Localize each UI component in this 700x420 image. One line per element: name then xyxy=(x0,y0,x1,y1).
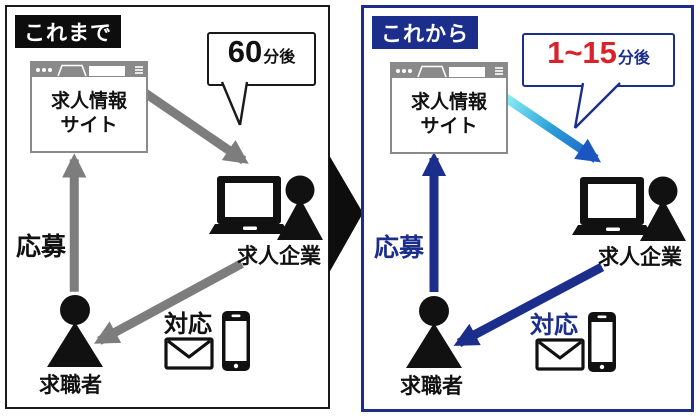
jobseeker-label: 求職者 xyxy=(39,374,102,397)
respond-label: 対応 xyxy=(164,311,212,338)
jobseeker-label: 求職者 xyxy=(400,375,463,398)
panel-title-label: これから xyxy=(381,22,469,46)
respond-label: 対応 xyxy=(530,312,578,339)
time-bubble: 60 分後 xyxy=(207,32,316,86)
bubble-tail-icon xyxy=(573,82,621,129)
jobseeker-person-icon xyxy=(406,296,462,368)
envelope-icon xyxy=(535,338,585,371)
panel-before-title: これまで xyxy=(15,15,121,48)
company-label: 求人企業 xyxy=(237,245,321,268)
browser-icon: 求人情報 サイト xyxy=(390,62,508,154)
job-site-label: 求人情報 サイト xyxy=(50,90,127,136)
job-site-label: 求人情報 サイト xyxy=(410,91,487,137)
panel-before: これまで 求人情報 サ xyxy=(5,5,330,409)
panel-after: これから xyxy=(361,5,694,412)
browser-icon: 求人情報 サイト xyxy=(30,61,148,153)
transition-arrow-icon xyxy=(329,155,363,273)
bubble-unit: 分後 xyxy=(263,49,296,66)
bubble-time: 1~15 xyxy=(547,35,617,70)
phone-icon xyxy=(222,311,250,371)
phone-icon xyxy=(588,312,616,372)
apply-label: 応募 xyxy=(374,234,425,262)
time-bubble: 1~15 分後 xyxy=(522,33,675,87)
hamburger-icon xyxy=(495,67,503,75)
company-laptop-person-icon xyxy=(209,175,323,240)
jobseeker-person-icon xyxy=(47,295,103,367)
browser-chrome-bar-icon xyxy=(392,64,506,78)
hamburger-icon xyxy=(135,66,143,74)
company-label: 求人企業 xyxy=(598,246,682,269)
bubble-tail-icon xyxy=(220,81,249,126)
bubble-time: 60 xyxy=(227,34,263,69)
bubble-unit: 分後 xyxy=(617,50,650,67)
company-laptop-person-icon xyxy=(572,176,686,241)
panel-after-title: これから xyxy=(372,16,478,49)
envelope-icon xyxy=(164,337,214,370)
browser-chrome-bar-icon xyxy=(32,63,146,77)
panel-title-label: これまで xyxy=(24,21,112,45)
apply-label: 応募 xyxy=(16,233,67,261)
